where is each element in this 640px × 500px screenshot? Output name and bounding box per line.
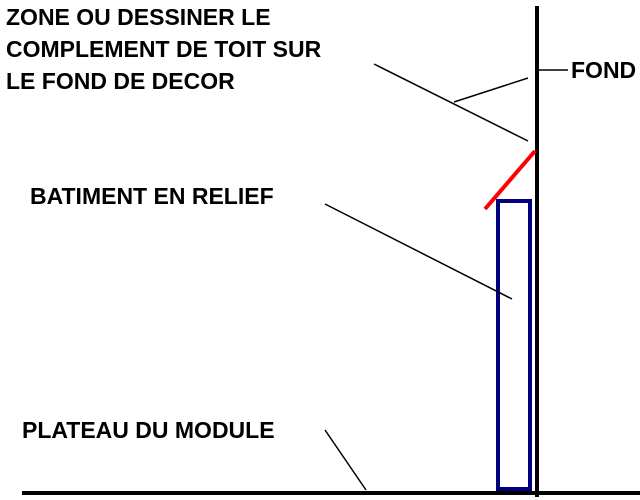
batiment-label: BATIMENT EN RELIEF xyxy=(30,183,274,209)
leader-plateau-line xyxy=(324,429,367,491)
zone-label-line1: ZONE OU DESSINER LE xyxy=(6,4,271,30)
fond-label: FOND xyxy=(571,57,636,83)
zone-label-line2: COMPLEMENT DE TOIT SUR xyxy=(6,36,322,62)
batiment-rect xyxy=(496,199,532,491)
roof-complement-line xyxy=(483,149,537,211)
leader-batiment-line xyxy=(324,203,513,300)
leader-zone-line xyxy=(373,63,529,142)
plateau-label: PLATEAU DU MODULE xyxy=(22,417,275,443)
zone-label-line3: LE FOND DE DECOR xyxy=(6,68,235,94)
leader-fond-line xyxy=(453,77,529,103)
